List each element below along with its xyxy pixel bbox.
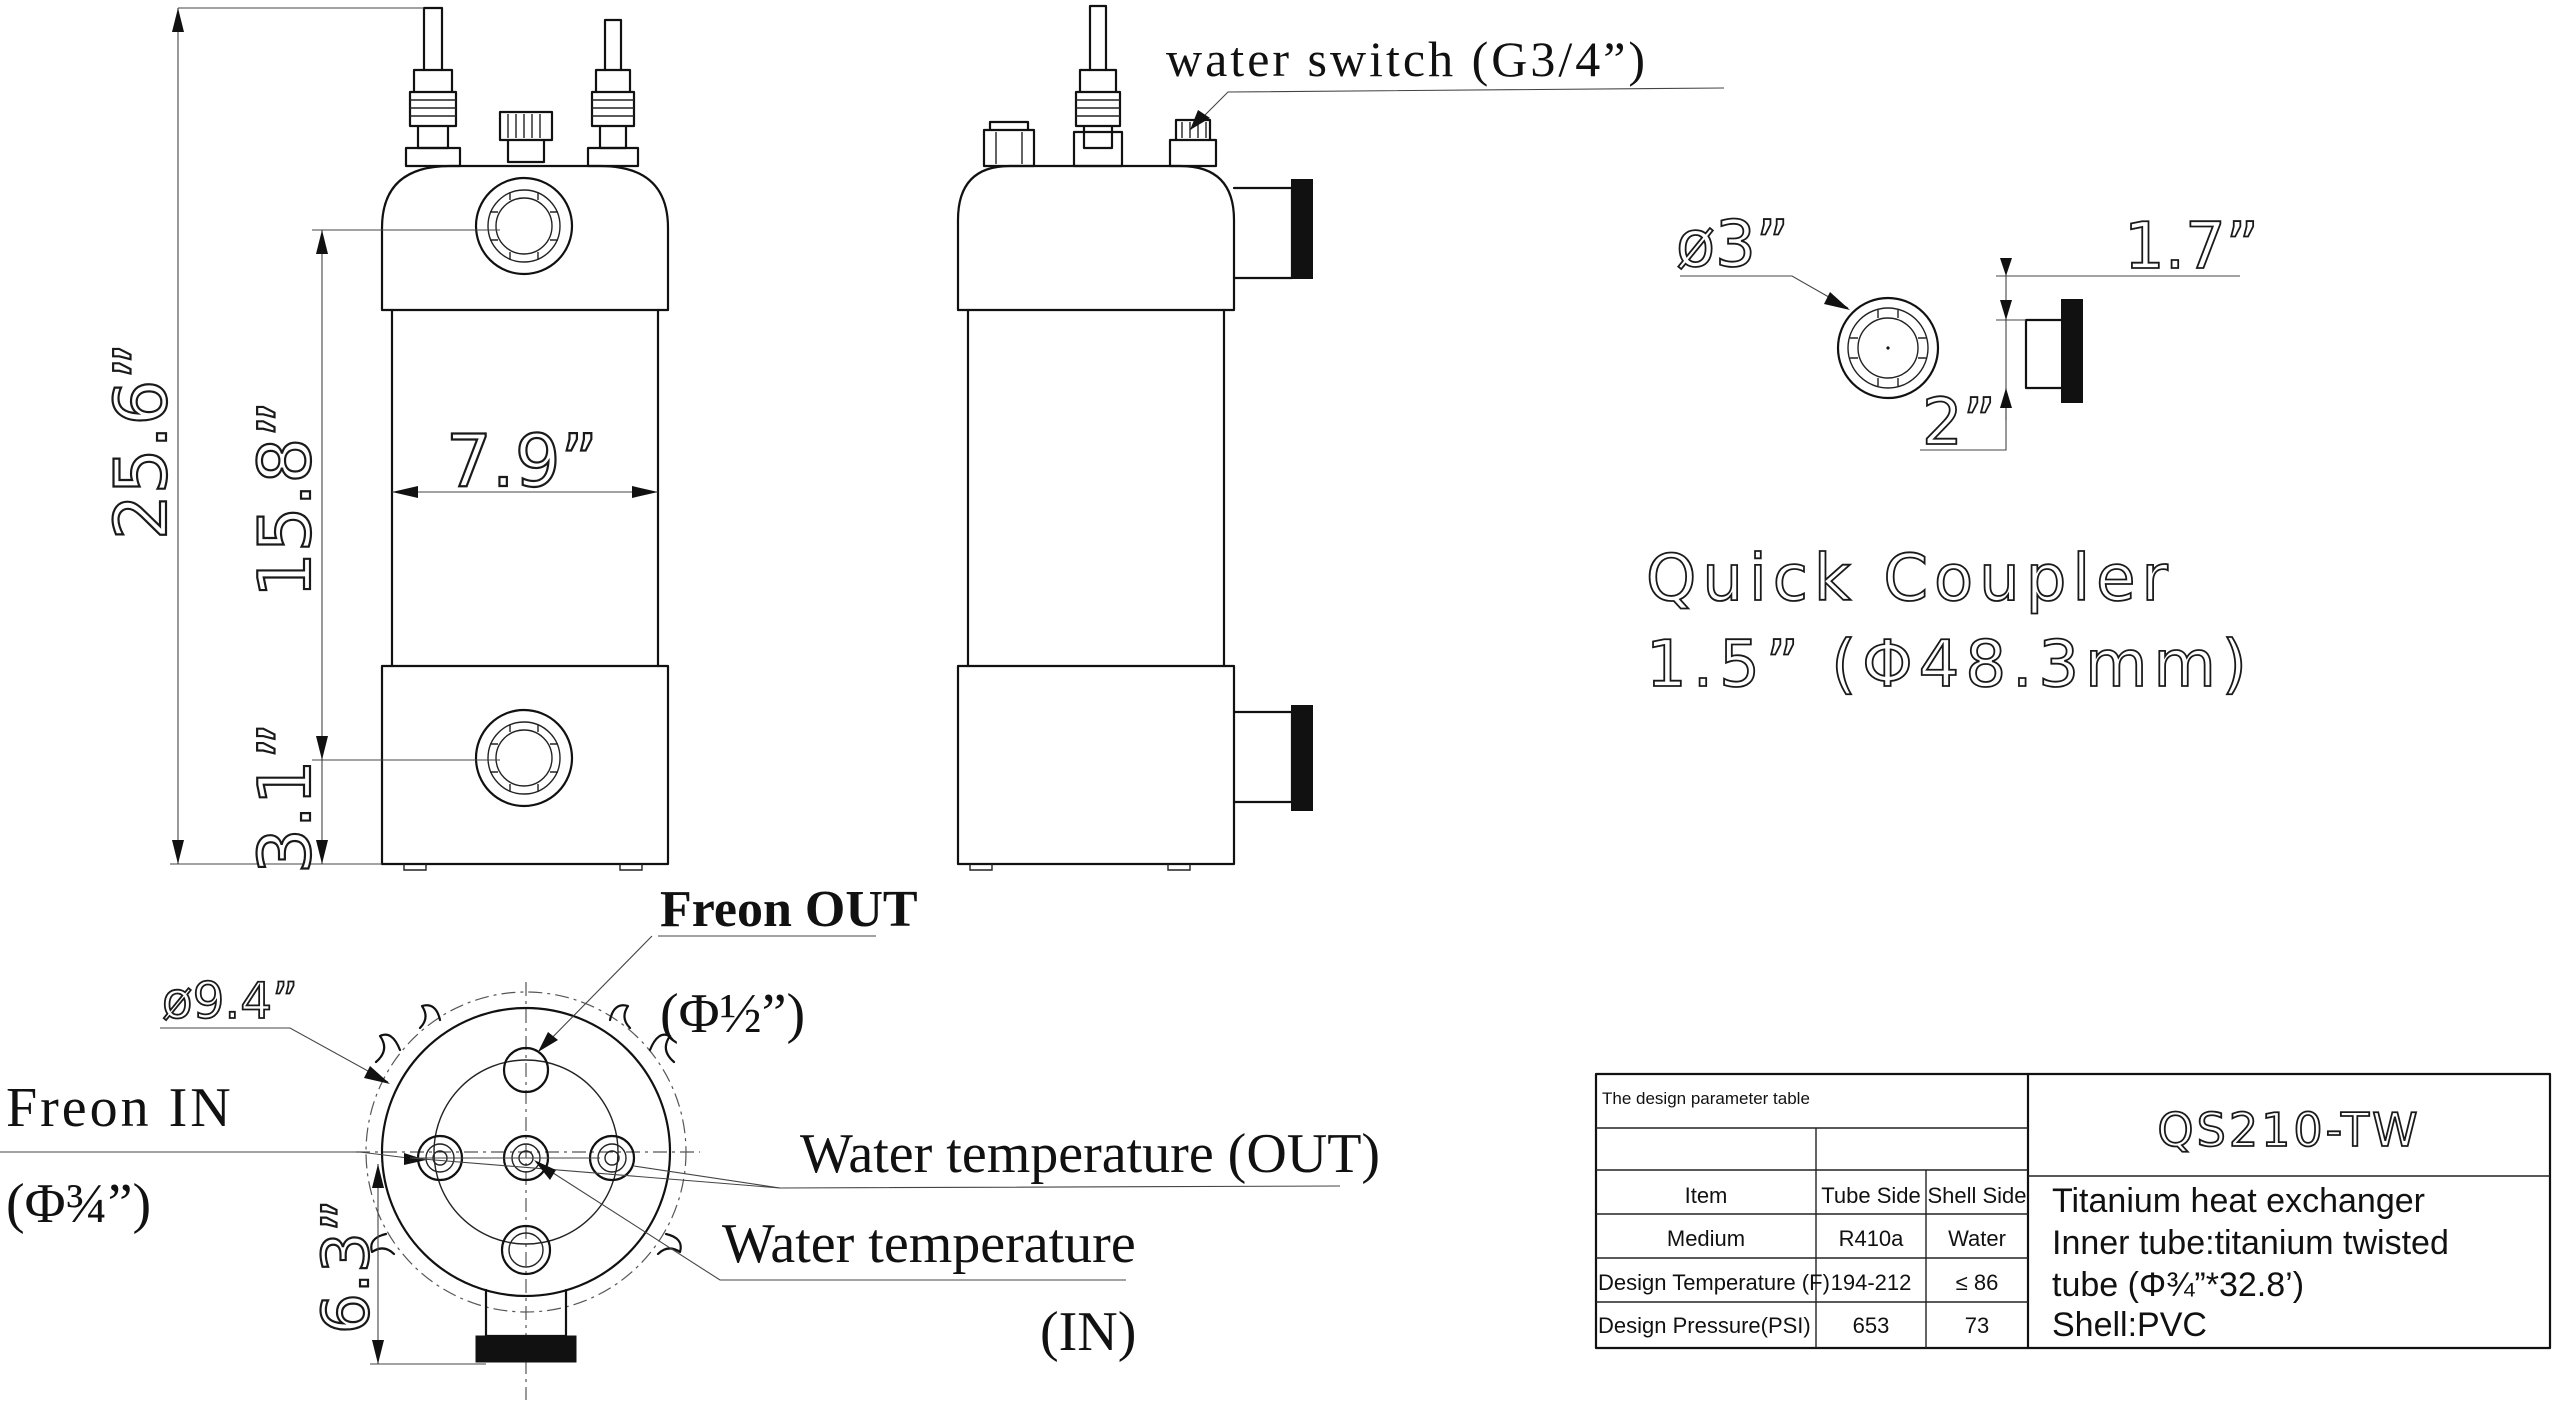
label-water-switch: water switch (G3/4”) bbox=[1166, 31, 1648, 87]
dim-diameter: ø9.4” bbox=[162, 972, 298, 1030]
title-block: The design parameter table Item Tube Sid… bbox=[1594, 1072, 2552, 1350]
row-temp-tube: 194-212 bbox=[1831, 1270, 1912, 1295]
front-bottom-port bbox=[474, 708, 574, 808]
dim-bottom-port: 3.1” bbox=[243, 722, 327, 874]
row-temp-shell: ≤ 86 bbox=[1956, 1270, 1999, 1295]
row-medium-tube: R410a bbox=[1839, 1226, 1905, 1251]
row-pressure-tube: 653 bbox=[1853, 1313, 1890, 1338]
dim-coupler-length: 1.7” bbox=[2124, 210, 2259, 284]
row-medium-shell: Water bbox=[1948, 1226, 2006, 1251]
description-line-4: Shell:PVC bbox=[2052, 1306, 2207, 1344]
label-water-temp-out: Water temperature (OUT) bbox=[800, 1123, 1380, 1185]
water-switch-callout: water switch (G3/4”) bbox=[1166, 31, 1725, 131]
top-view-callouts: ø9.4” 6.3” Freon OUT (Φ½”) Freon IN (Φ¾”… bbox=[0, 881, 1380, 1365]
table-title: The design parameter table bbox=[1602, 1089, 1810, 1108]
header-tube-side: Tube Side bbox=[1821, 1183, 1920, 1208]
top-view bbox=[356, 982, 700, 1400]
front-top-port bbox=[474, 176, 574, 276]
header-item: Item bbox=[1685, 1183, 1728, 1208]
dim-coupler-diameter: ø3” bbox=[1676, 208, 1789, 282]
front-view bbox=[380, 6, 670, 871]
description-line-1: Titanium heat exchanger bbox=[2052, 1182, 2425, 1220]
label-freon-in: Freon IN bbox=[6, 1077, 234, 1139]
label-water-temp-in: Water temperature bbox=[722, 1213, 1136, 1275]
label-freon-out: Freon OUT bbox=[660, 881, 918, 938]
label-freon-in-size: (Φ¾”) bbox=[6, 1173, 151, 1235]
dim-body-width: 7.9” bbox=[446, 419, 598, 503]
side-view bbox=[956, 4, 1313, 871]
description-line-2: Inner tube:titanium twisted bbox=[2052, 1224, 2449, 1262]
front-dimensions: 25.6” 15.8” 3.1” 7.9” bbox=[98, 7, 658, 875]
header-shell-side: Shell Side bbox=[1927, 1183, 2026, 1208]
label-water-temp-in-suffix: (IN) bbox=[1040, 1301, 1136, 1363]
description-line-3: tube (Φ¾”*32.8’) bbox=[2052, 1266, 2304, 1304]
row-pressure-shell: 73 bbox=[1965, 1313, 1989, 1338]
dim-coupler-thread: 2” bbox=[1922, 386, 1996, 460]
dim-side-offset: 6.3” bbox=[310, 1199, 384, 1334]
row-pressure-item: Design Pressure(PSI) bbox=[1598, 1313, 1811, 1338]
quick-coupler-detail: ø3” 1.7” 2” bbox=[1675, 207, 2260, 461]
quick-coupler-title: Quick Coupler bbox=[1646, 542, 2174, 616]
label-freon-out-size: (Φ½”) bbox=[660, 983, 805, 1045]
dim-total-height: 25.6” bbox=[99, 342, 183, 540]
dim-port-spacing: 15.8” bbox=[243, 400, 327, 598]
quick-coupler-size: 1.5” (Φ48.3mm) bbox=[1646, 628, 2253, 702]
row-medium-item: Medium bbox=[1667, 1226, 1745, 1251]
model-number: QS210-TW bbox=[2157, 1103, 2420, 1157]
row-temp-item: Design Temperature (F) bbox=[1598, 1270, 1830, 1295]
